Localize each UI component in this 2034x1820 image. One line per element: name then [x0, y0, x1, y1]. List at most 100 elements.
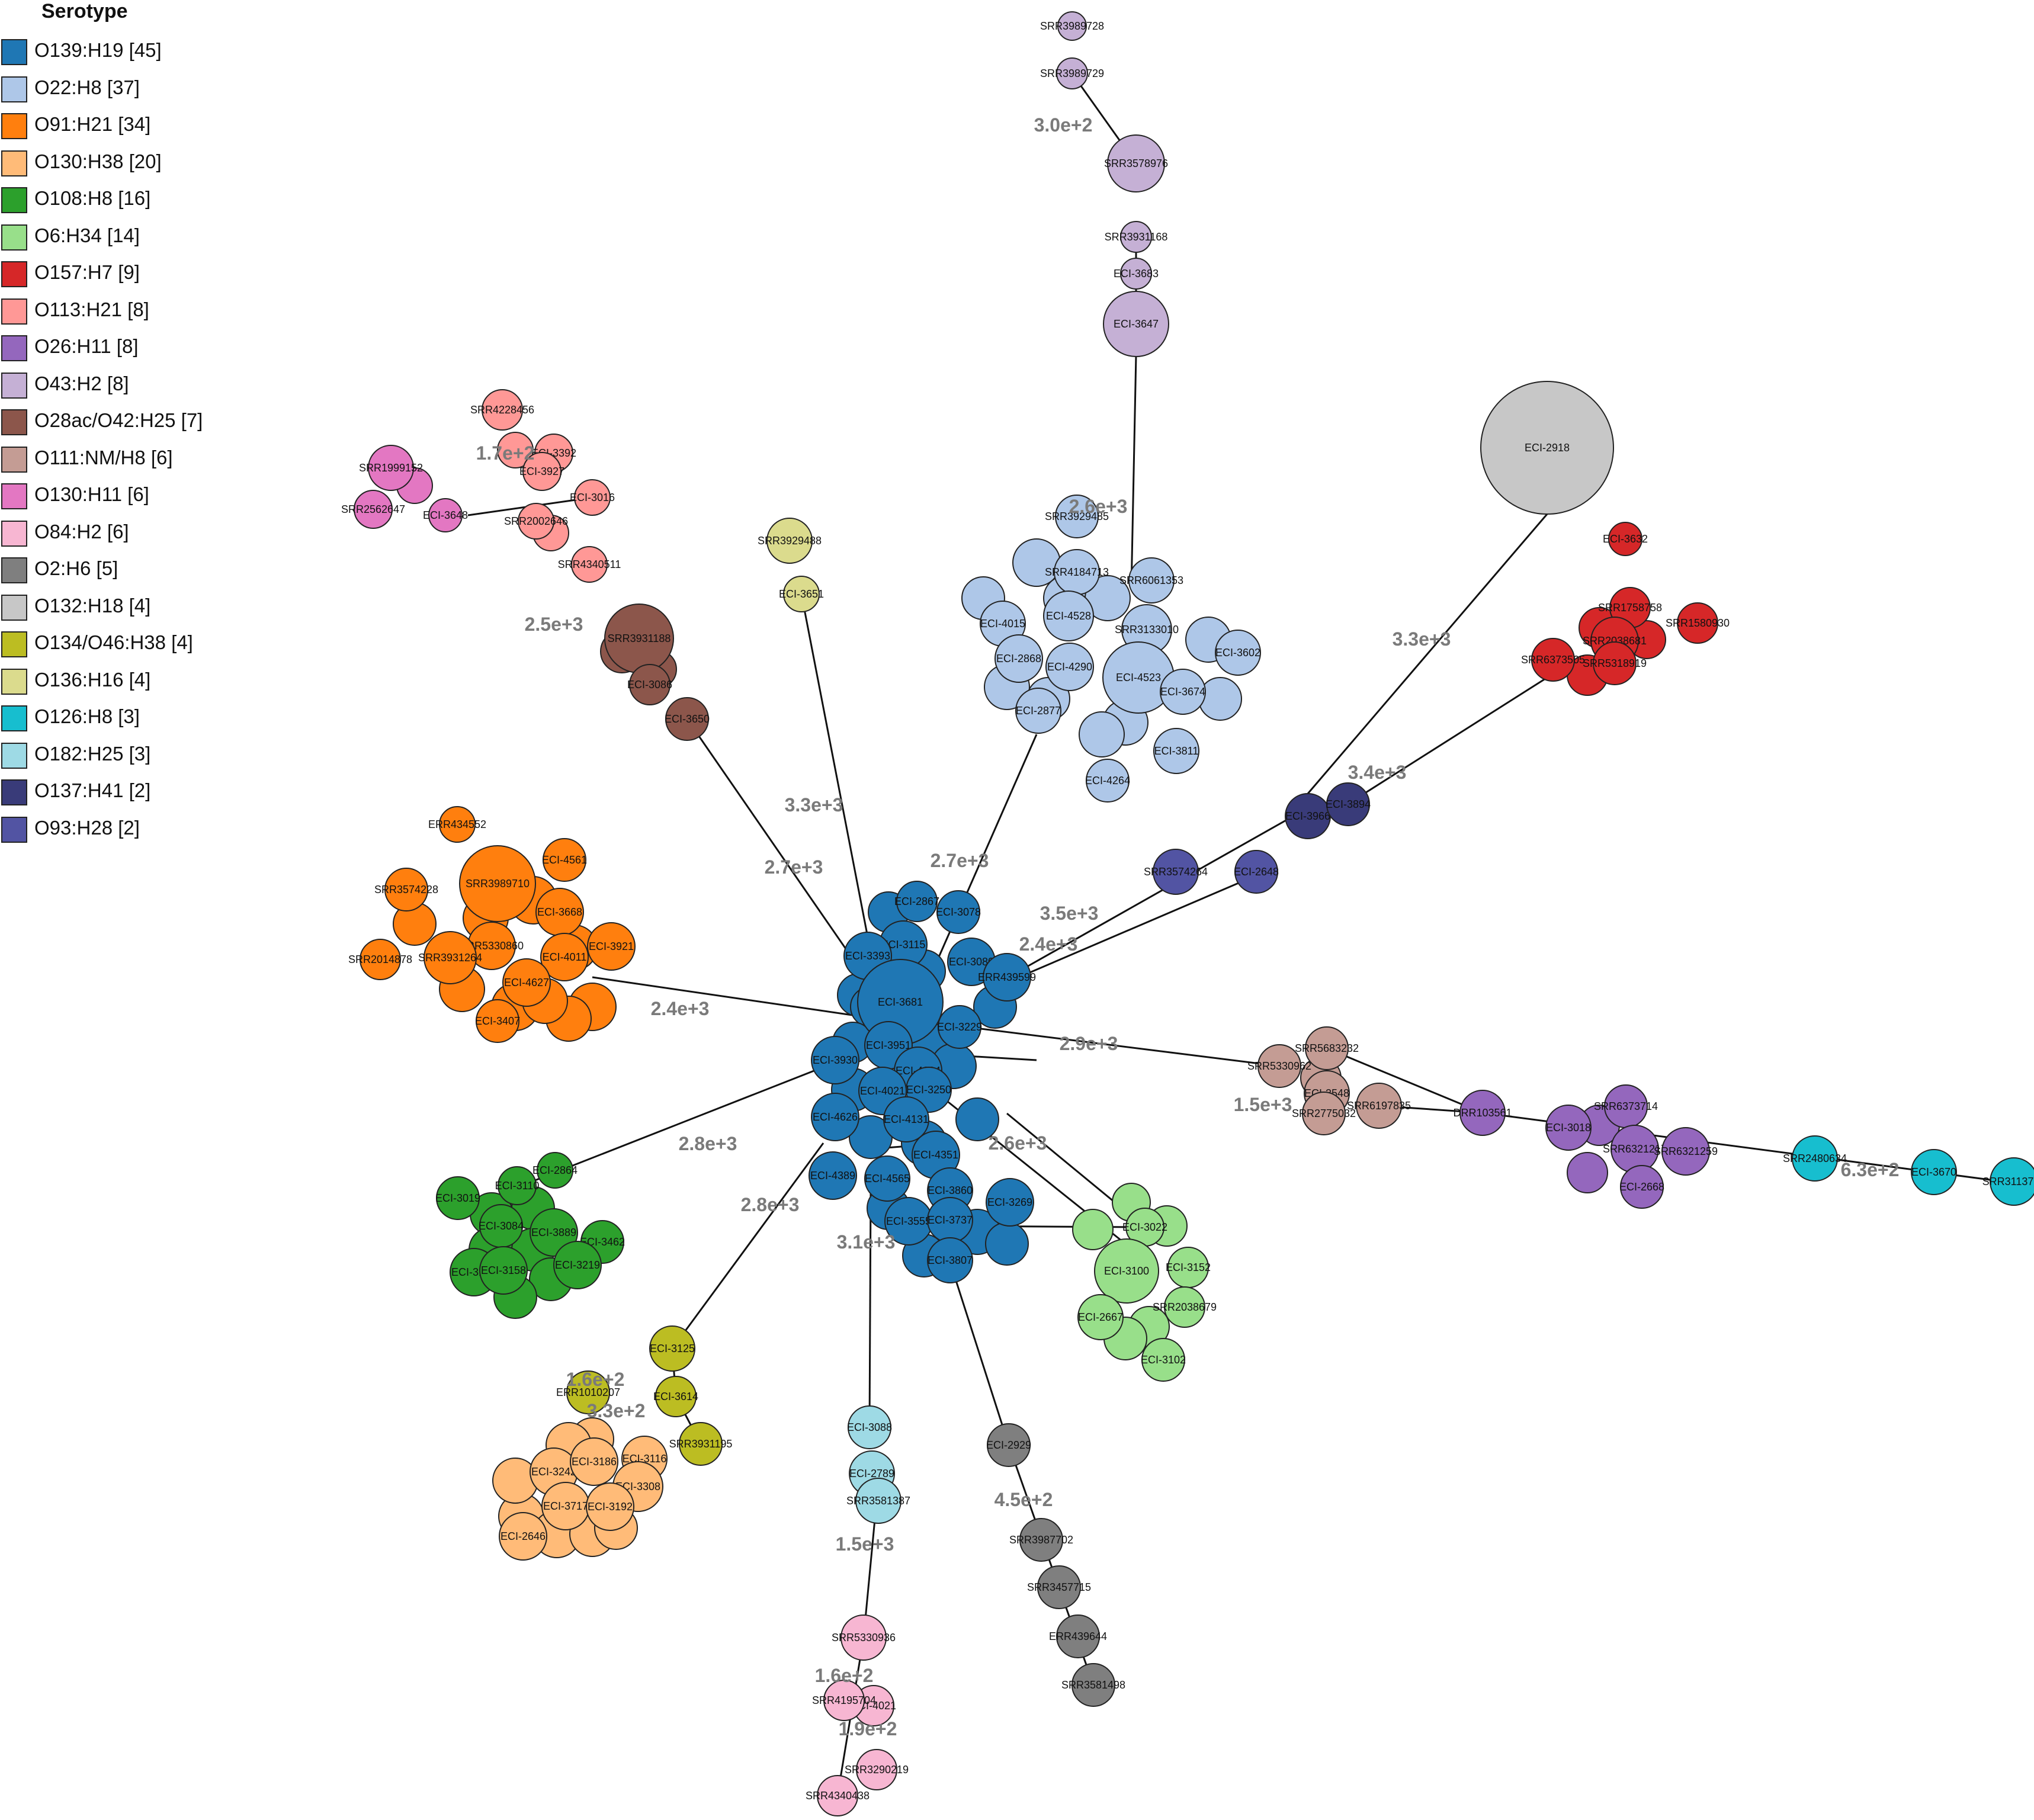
- node-circle: [1593, 641, 1637, 685]
- edge-weight-label: 2.8e+3: [679, 1133, 737, 1154]
- graph-node: ECI-2868: [994, 634, 1043, 683]
- edge-weight-label: 1.6e+2: [566, 1369, 625, 1390]
- node-label: ECI-4021: [860, 1085, 905, 1097]
- graph-node: ECI-3018: [1545, 1105, 1592, 1151]
- legend-label: O111:NM/H8 [6]: [34, 446, 173, 468]
- graph-node: ECI-3927: [519, 452, 564, 491]
- edge-weight-label: 3.0e+2: [1034, 114, 1093, 136]
- node-label: ECI-2868: [996, 653, 1041, 665]
- graph-node-unlabeled: [955, 1097, 999, 1141]
- node-circle: [1661, 1127, 1710, 1176]
- node-circle: [848, 1405, 891, 1449]
- legend-label: O26:H11 [8]: [34, 335, 139, 357]
- graph-node: ECI-3614: [653, 1376, 698, 1417]
- node-circle: [1077, 1294, 1124, 1340]
- legend-item: O130:H11 [6]: [0, 479, 249, 509]
- graph-node: SRR3457715: [1027, 1565, 1091, 1609]
- node-label: ECI-4015: [980, 618, 1025, 630]
- node-label: ECI-3930: [813, 1054, 858, 1066]
- graph-node: ECI-4626: [811, 1093, 859, 1141]
- node-label: ECI-3110: [495, 1180, 540, 1192]
- node-label: ECI-3737: [928, 1214, 973, 1226]
- node-circle: [811, 1093, 859, 1141]
- graph-edge: [1130, 355, 1137, 590]
- node-circle: [368, 445, 414, 491]
- graph-node: SRR3931195: [669, 1422, 732, 1466]
- graph-node: SRR3931168: [1105, 221, 1167, 253]
- nodes-layer: SRR3989728SRR3989729SRR3578976SRR3931168…: [341, 11, 2034, 1816]
- legend-swatch: [1, 557, 27, 583]
- graph-node: ECI-2864: [532, 1152, 578, 1189]
- node-label: ECI-2789: [849, 1468, 894, 1479]
- node-label: SRR5330860: [460, 940, 524, 952]
- node-label: ECI-4290: [1047, 661, 1092, 673]
- node-circle: [586, 1482, 634, 1531]
- node-label: SRR3989710: [466, 878, 530, 890]
- node-circle: [1153, 849, 1199, 895]
- node-circle: [384, 868, 428, 911]
- node-circle: [502, 958, 551, 1007]
- node-circle: [574, 479, 611, 516]
- edge-weight-label: 2.7e+3: [931, 850, 989, 871]
- graph-node: ECI-2668: [1619, 1165, 1664, 1209]
- legend-swatch: [1, 335, 27, 361]
- legend-swatch: [1, 668, 27, 695]
- edge-weight-label: 3.4e+3: [1348, 762, 1407, 783]
- legend-swatch: [1, 409, 27, 435]
- graph-node: ERR439599: [978, 953, 1036, 1002]
- node-label: ECI-3018: [1546, 1122, 1591, 1134]
- node-circle: [983, 953, 1031, 1002]
- node-label: ECI-3462: [580, 1236, 625, 1248]
- node-circle: [855, 1478, 901, 1524]
- node-circle: [986, 1178, 1034, 1227]
- graph-node: ECI-4565: [864, 1155, 910, 1202]
- graph-node-unlabeled: [1079, 711, 1125, 757]
- node-label: SRR5330936: [832, 1632, 896, 1644]
- node-circle: [1608, 522, 1642, 556]
- node-label: ECI-3860: [928, 1185, 973, 1196]
- node-circle: [1056, 57, 1088, 89]
- node-label: SRR3581498: [1061, 1679, 1125, 1691]
- graph-node: ECI-4264: [1085, 759, 1130, 803]
- node-label: DRR103561: [1453, 1107, 1512, 1119]
- node-circle: [439, 806, 476, 843]
- node-label: ECI-3022: [1122, 1221, 1167, 1233]
- graph-node: ECI-2918: [1480, 381, 1614, 515]
- node-label: SRR4340438: [806, 1790, 870, 1802]
- node-circle: [476, 999, 519, 1043]
- graph-node: SRR3987702: [1009, 1518, 1073, 1562]
- node-label: ECI-3242: [531, 1466, 576, 1478]
- node-circle: [649, 1325, 695, 1372]
- graph-node: SRR5330936: [832, 1614, 896, 1661]
- node-circle: [883, 1096, 929, 1142]
- graph-node: SRR2038679: [1153, 1286, 1217, 1328]
- node-circle: [936, 890, 980, 934]
- edge-weight-label: 1.5e+3: [836, 1533, 894, 1555]
- edge-weight-label: 6.3e+2: [1841, 1159, 1900, 1180]
- node-label: ECI-3681: [878, 996, 923, 1008]
- node-circle: [354, 490, 393, 529]
- node-label: ECI-2877: [1016, 705, 1061, 717]
- graph-node: ECI-3100: [1094, 1238, 1159, 1304]
- node-circle: [1459, 1090, 1506, 1136]
- node-label: ECI-4389: [810, 1170, 855, 1182]
- graph-node: SRR3574264: [1144, 849, 1208, 895]
- node-label: ECI-4561: [542, 854, 587, 866]
- node-label: ECI-3807: [928, 1254, 973, 1266]
- node-label: ECI-3674: [1160, 686, 1205, 698]
- legend-swatch: [1, 520, 27, 547]
- node-circle: [543, 838, 586, 882]
- edge-weight-label: 4.5e+2: [994, 1489, 1053, 1510]
- graph-node: ECI-2867: [894, 881, 939, 922]
- legend-item: O130:H38 [20]: [0, 146, 249, 176]
- node-label: SRR3989728: [1040, 20, 1104, 32]
- graph-node: ECI-3668: [535, 888, 584, 936]
- graph-node: ECI-3807: [927, 1237, 973, 1283]
- node-circle: [1911, 1149, 1957, 1195]
- legend-swatch: [1, 779, 27, 805]
- graph-node: ECI-3930: [811, 1036, 859, 1084]
- node-label: ECI-2929: [986, 1439, 1031, 1451]
- node-circle: [518, 503, 554, 540]
- node-label: ECI-3717: [543, 1500, 588, 1512]
